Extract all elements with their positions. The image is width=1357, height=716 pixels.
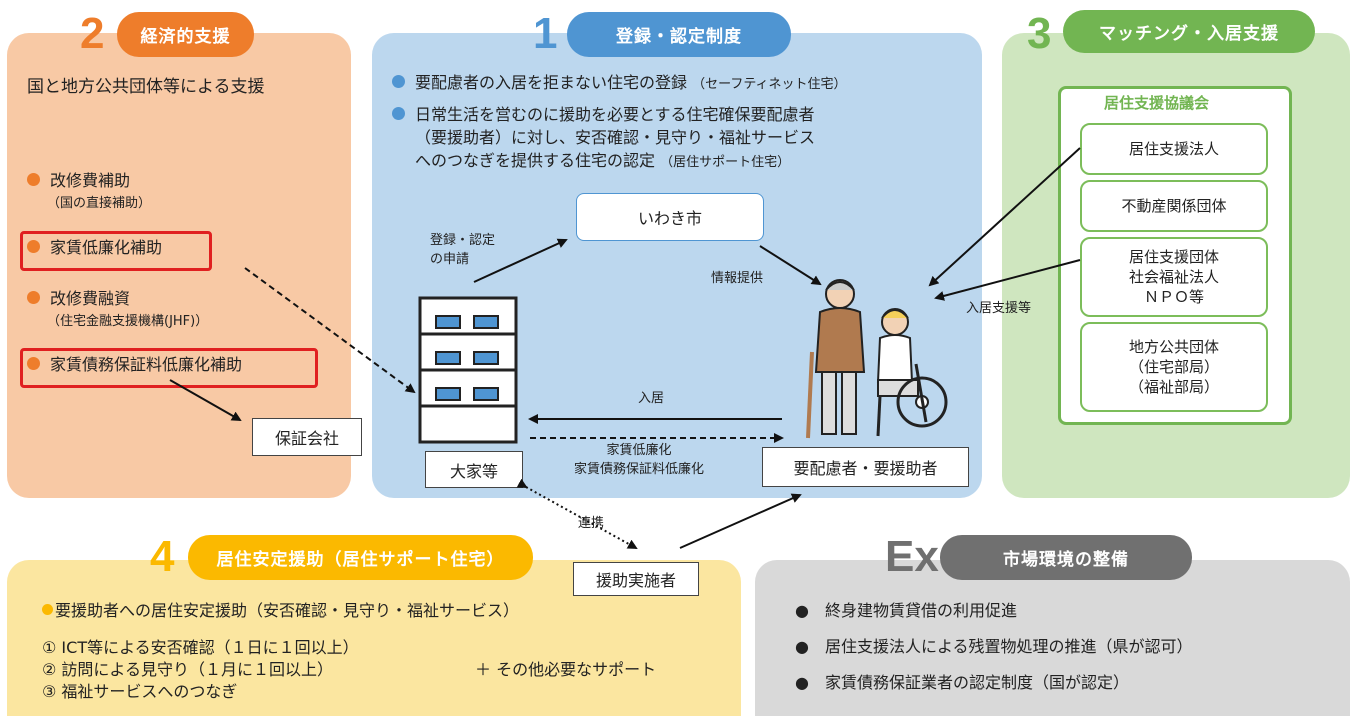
support-item-2: ② 訪問による見守り（１月に１回以上）	[42, 660, 333, 679]
move-in-label: 入居	[638, 391, 665, 406]
item-renovation-subsidy: 改修費補助	[27, 170, 130, 192]
guarantor-box: 保証会社	[252, 418, 362, 456]
tenant-box: 要配慮者・要援助者	[762, 447, 969, 487]
provider-box: 援助実施者	[573, 562, 699, 596]
landlord-box: 大家等	[425, 451, 523, 488]
market-item-2: ● 居住支援法人による残置物処理の推進（県が認可）	[795, 637, 1193, 656]
item-renovation-loan-note: （住宅金融支援機構(JHF)）	[47, 314, 209, 329]
registration-bullet2-line2: （要援助者）に対し、安否確認・見守り・福祉サービス	[415, 128, 816, 147]
item-guarantee-fee-subsidy: 家賃債務保証料低廉化補助	[27, 354, 242, 376]
apartment-building-icon	[418, 296, 518, 444]
apply-arrow	[473, 238, 568, 283]
bullet-icon	[392, 75, 405, 88]
council-to-tenant-arrow	[928, 147, 1081, 287]
registration-bullet2-line3: へのつなぎを提供する住宅の認定 （居住サポート住宅）	[415, 151, 791, 170]
support-item-1: ① ICT等による安否確認（１日に１回以上）	[42, 638, 359, 657]
bullet-icon	[27, 240, 40, 253]
council-member-2: 不動産関係団体	[1080, 180, 1268, 232]
sectionEx-number: Ex	[885, 532, 939, 581]
elderly-people-icon	[806, 279, 948, 439]
item-renovation-loan: 改修費融資	[27, 288, 130, 310]
bullet-icon	[27, 291, 40, 304]
sectionEx-title: 市場環境の整備	[940, 535, 1192, 580]
subsidy-to-landlord-arrow	[244, 267, 416, 394]
section2-title: 経済的支援	[117, 12, 254, 57]
support-headline: 要援助者への居住安定援助（安否確認・見守り・福祉サービス）	[42, 600, 519, 622]
support-extra: ＋ その他必要なサポート	[475, 660, 657, 679]
support-item-3: ③ 福祉サービスへのつなぎ	[42, 682, 238, 701]
item-rent-reduction-subsidy: 家賃低廉化補助	[27, 237, 162, 259]
section1-number: 1	[533, 9, 558, 58]
highlight-frame	[20, 348, 318, 388]
bullet-icon	[27, 357, 40, 370]
council-support-arrow	[934, 259, 1081, 301]
section1-title: 登録・認定制度	[567, 12, 791, 57]
section2-subtitle: 国と地方公共団体等による支援	[27, 77, 265, 97]
bullet-icon	[27, 173, 40, 186]
info-label: 情報提供	[711, 271, 764, 286]
council-member-3: 居住支援団体 社会福祉法人 ＮＰＯ等	[1080, 237, 1268, 317]
highlight-frame	[20, 231, 212, 271]
info-arrow	[759, 245, 822, 286]
council-title: 居住支援協議会	[1104, 94, 1210, 112]
rent-reduction-label: 家賃低廉化家賃債務保証料低廉化	[574, 443, 705, 477]
city-box: いわき市	[576, 193, 764, 241]
council-member-1: 居住支援法人	[1080, 123, 1268, 175]
registration-bullet1: 要配慮者の入居を拒まない住宅の登録 （セーフティネット住宅）	[392, 72, 847, 96]
apply-label: 登録・認定の申請	[430, 233, 496, 267]
market-item-3: ● 家賃債務保証業者の認定制度（国が認定）	[795, 673, 1129, 692]
section2-number: 2	[80, 9, 105, 58]
council-member-4: 地方公共団体 （住宅部局） （福祉部局）	[1080, 322, 1268, 412]
market-environment-panel	[755, 560, 1350, 716]
registration-bullet2: 日常生活を営むのに援助を必要とする住宅確保要配慮者	[392, 104, 815, 126]
support-label: 入居支援等	[966, 301, 1032, 316]
bullet-icon	[392, 107, 405, 120]
section4-title: 居住安定援助（居住サポート住宅）	[188, 535, 533, 580]
provider-to-tenant-arrow	[679, 493, 802, 549]
cooperation-arrow	[516, 478, 638, 549]
section4-number: 4	[150, 532, 175, 581]
bullet-icon	[42, 604, 53, 615]
section3-number: 3	[1027, 9, 1052, 58]
guarantee-arrow	[169, 379, 242, 421]
market-item-1: ● 終身建物賃貸借の利用促進	[795, 601, 1017, 620]
item-renovation-subsidy-note: （国の直接補助）	[47, 196, 152, 211]
section3-title: マッチング・入居支援	[1063, 10, 1315, 53]
